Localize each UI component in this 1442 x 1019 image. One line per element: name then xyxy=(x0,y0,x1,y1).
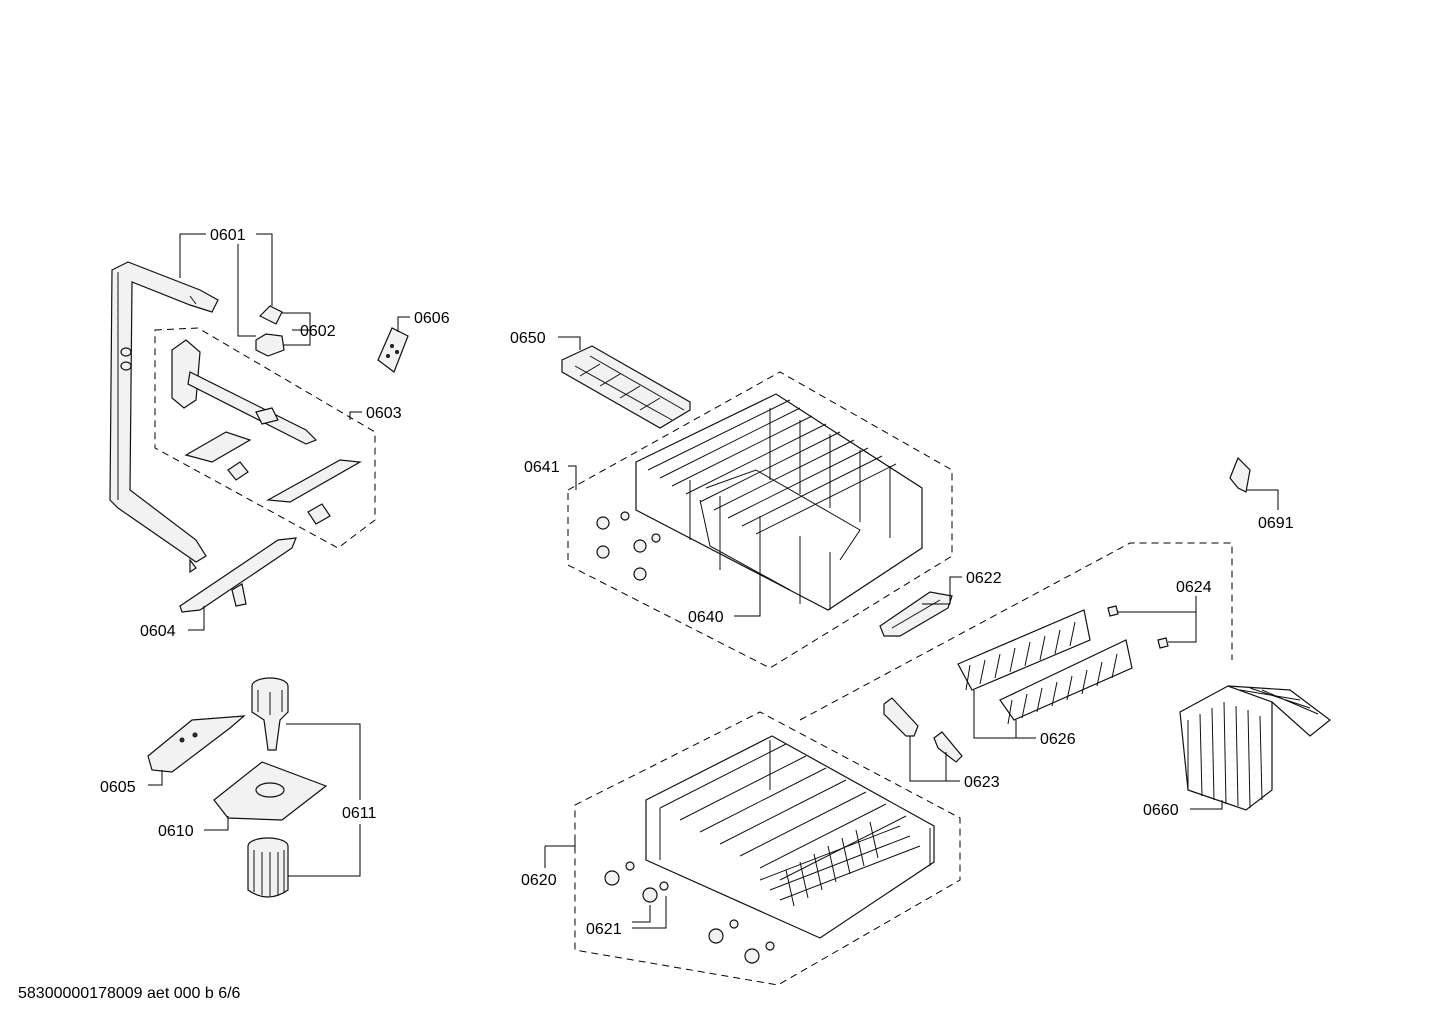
label-0605: 0605 xyxy=(100,779,136,796)
part-labels: 0601 0602 0603 0604 0605 0606 0610 0611 … xyxy=(100,227,1294,938)
label-0650: 0650 xyxy=(510,330,546,347)
label-0603: 0603 xyxy=(366,405,402,422)
label-0660: 0660 xyxy=(1143,802,1179,819)
knife-racks xyxy=(957,609,1133,725)
upper-spray-arm-assembly xyxy=(171,339,362,525)
lower-basket xyxy=(645,735,935,939)
label-0691: 0691 xyxy=(1258,515,1294,532)
micro-filter-cylinder xyxy=(247,837,289,898)
cutlery-basket xyxy=(1179,685,1331,811)
label-0606: 0606 xyxy=(414,310,450,327)
upper-basket xyxy=(635,393,923,611)
spray-nozzle-disk xyxy=(377,327,409,373)
label-0610: 0610 xyxy=(158,823,194,840)
group-0603-dashed-outline xyxy=(154,327,376,549)
label-0621: 0621 xyxy=(586,921,622,938)
lower-basket-rollers xyxy=(604,861,775,964)
filter-cover-plate xyxy=(147,715,246,773)
upper-basket-rollers xyxy=(596,511,661,581)
flat-filter-plate xyxy=(213,761,328,821)
handle-clip xyxy=(879,591,953,637)
lower-spray-arm xyxy=(179,537,297,613)
label-0626: 0626 xyxy=(1040,731,1076,748)
leader-lines xyxy=(148,233,1279,929)
label-0622: 0622 xyxy=(966,570,1002,587)
rail-brackets-0623 xyxy=(883,697,963,763)
label-0602: 0602 xyxy=(300,323,336,340)
cylinder-filter xyxy=(251,677,289,751)
label-0640: 0640 xyxy=(688,609,724,626)
label-0623: 0623 xyxy=(964,774,1000,791)
water-supply-pipe xyxy=(109,261,219,563)
label-0624: 0624 xyxy=(1176,579,1212,596)
label-0604: 0604 xyxy=(140,623,176,640)
right-dashed-outline xyxy=(799,542,1233,721)
small-clips-0624 xyxy=(1107,605,1169,649)
spray-arm-bearing-parts xyxy=(255,305,285,357)
wire-hook-0691 xyxy=(1229,456,1251,493)
label-0641: 0641 xyxy=(524,459,560,476)
drawing-reference-footer: 58300000178009 aet 000 b 6/6 xyxy=(18,985,241,1002)
cup-shelf-rack xyxy=(561,345,691,429)
lower-basket-dashed-outline xyxy=(574,711,961,986)
label-0611: 0611 xyxy=(342,805,377,822)
upper-basket-dashed-outline xyxy=(567,371,953,669)
label-0601: 0601 xyxy=(210,227,246,244)
label-0620: 0620 xyxy=(521,872,557,889)
